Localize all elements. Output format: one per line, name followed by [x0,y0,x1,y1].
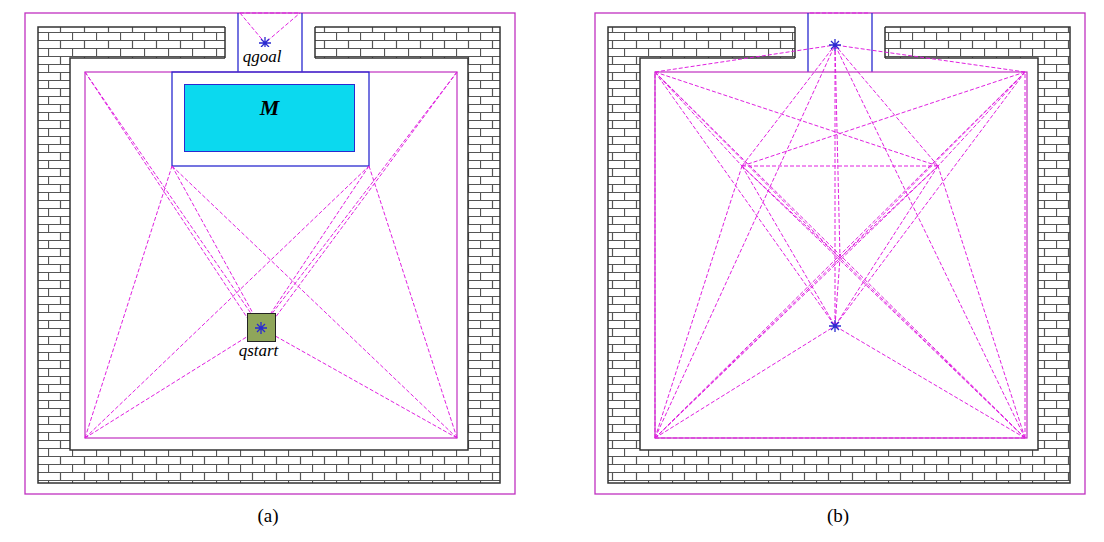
roadmap-edge [85,328,261,438]
roadmap-edge [835,45,836,326]
node-label: M [185,85,354,121]
roadmap-edge [840,72,1025,258]
roadmap-edge [1025,72,1026,438]
brick-wall [608,27,1070,483]
roadmap-edge [938,72,1025,166]
point-star [829,320,841,332]
brick-wall [38,27,500,483]
free-space [640,58,1038,450]
roadmap-edge [835,166,938,326]
roadmap-edge [742,166,938,167]
obstacle-box: M [184,84,355,152]
goal-edge [240,13,300,43]
roadmap-edge [835,326,1025,438]
roadmap-edge [172,166,457,438]
roadmap-edge [840,258,1025,438]
roadmap-edge [85,166,369,438]
roadmap-edge [369,166,457,438]
roadmap-edge [835,45,840,258]
c-obstacle [172,72,369,166]
roadmap-edge [840,166,938,258]
boundary [25,13,515,494]
roadmap-edge [938,166,1025,438]
goal-corridor [238,13,302,72]
roadmap-edge [655,258,840,438]
c-space-boundary [655,72,1027,438]
roadmap-edge [261,166,369,328]
roadmap-edge [655,72,835,326]
roadmap-edge [655,438,1025,439]
roadmap-edge [655,166,938,438]
roadmap-edge [742,166,840,258]
roadmap-edge [172,166,261,328]
boundary [595,13,1085,494]
roadmap-edge [835,45,1025,72]
goal-edge [810,13,870,14]
roadmap-edge [655,45,835,72]
roadmap-edge [835,72,1025,326]
roadmap-edge [655,326,835,438]
c-space-boundary [85,72,457,438]
roadmap-edge [655,166,742,438]
roadmap-edge [835,45,938,166]
roadmap-edge [655,72,656,438]
roadmap-edge [835,45,1025,438]
goal-label: qgoal [243,47,282,67]
start-box: qstart [247,313,276,342]
roadmap-edge [85,166,172,438]
roadmap-edge [655,45,835,438]
goal-corridor [808,13,872,72]
roadmap-edge [655,72,840,258]
panel-label: (a) [257,505,278,527]
node-label: qstart [239,341,279,361]
roadmap-edge [742,45,835,166]
panel-label: (b) [827,505,849,527]
free-space [70,58,468,450]
roadmap-edge [742,166,835,326]
roadmap-edge [742,72,1025,166]
roadmap-edge [655,72,938,166]
roadmap-edge [742,166,1025,438]
roadmap-edge [835,258,840,326]
point-star [829,39,841,51]
